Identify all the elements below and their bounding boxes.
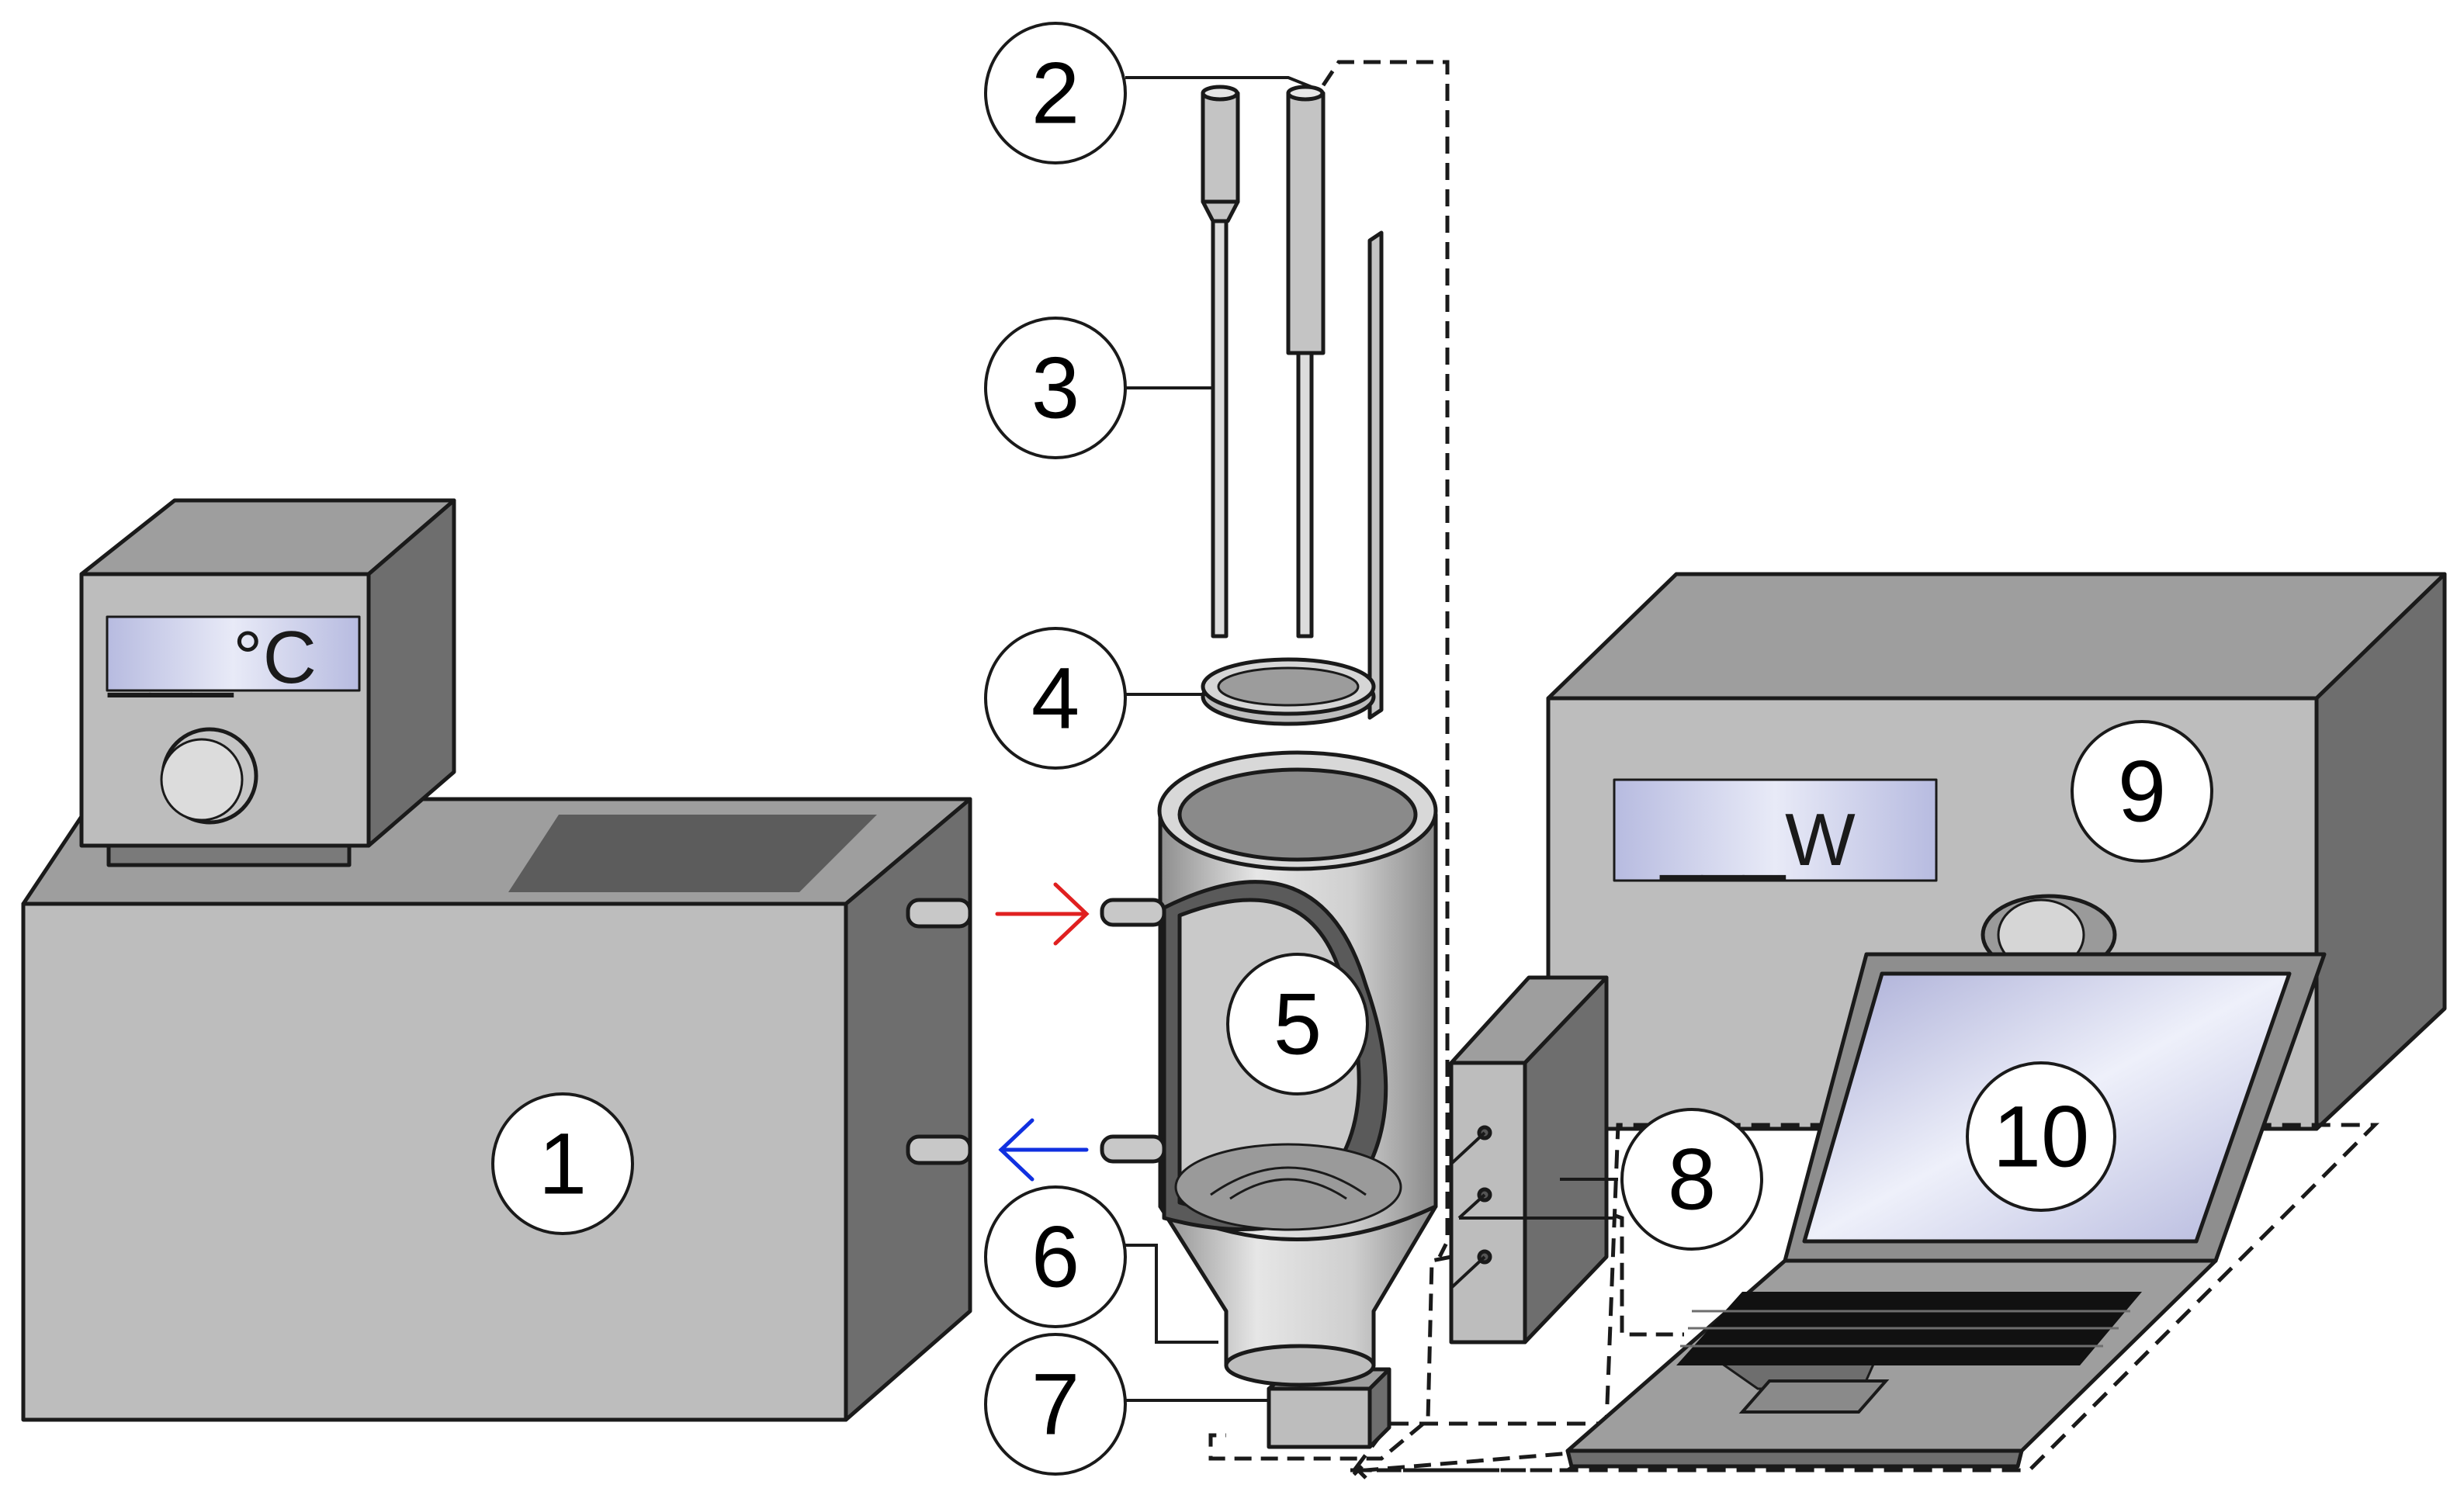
callout-4: 4 xyxy=(1031,650,1080,747)
callout-7-circle xyxy=(984,1333,1127,1476)
callout-6-circle xyxy=(984,1185,1127,1328)
callout-2: 2 xyxy=(1031,45,1080,142)
table-outline xyxy=(1350,1123,2380,1473)
callout-1: 1 xyxy=(539,1116,587,1213)
callout-4-circle xyxy=(984,627,1127,770)
callout-2-circle xyxy=(984,22,1127,164)
callout-1-circle xyxy=(491,1092,634,1235)
callout-5: 5 xyxy=(1274,976,1322,1073)
power-display-text: ___W xyxy=(1659,798,1856,881)
callouts xyxy=(491,22,2213,1476)
callout-3-circle xyxy=(984,317,1127,459)
data-logger xyxy=(1449,975,1609,1345)
laptop-touchpad xyxy=(1738,1379,1890,1414)
logger-leads xyxy=(1450,1131,1614,1289)
callout-3: 3 xyxy=(1031,340,1080,437)
callout-5-circle xyxy=(1226,953,1369,1095)
power-supply xyxy=(1546,572,2447,1131)
callout-9-circle xyxy=(2071,720,2213,863)
power-display xyxy=(1613,778,1938,882)
temperature-controller xyxy=(79,498,456,867)
callout-8-circle xyxy=(1620,1108,1763,1251)
thermostatic-bath xyxy=(21,797,972,1422)
arrow-left-icon xyxy=(998,1118,1089,1182)
callout-10: 10 xyxy=(1993,1088,2090,1185)
temperature-display-text: ___°C xyxy=(107,616,317,699)
callout-10-circle xyxy=(1966,1061,2116,1212)
callout-8: 8 xyxy=(1668,1131,1716,1228)
arrow-right-icon xyxy=(995,882,1090,946)
callout-7: 7 xyxy=(1031,1356,1080,1453)
callout-9: 9 xyxy=(2118,743,2166,840)
callout-6: 6 xyxy=(1031,1209,1080,1306)
laptop-keys xyxy=(1680,1310,2130,1348)
sample-holder-parts xyxy=(1201,85,1384,726)
temperature-display xyxy=(106,615,361,692)
leader-lines xyxy=(1125,76,1618,1402)
